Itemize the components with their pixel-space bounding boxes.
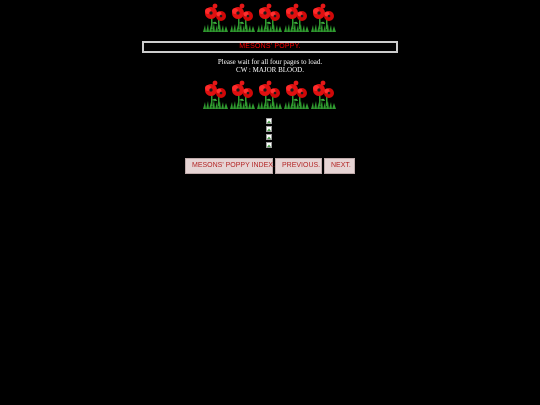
content-warning: CW : MAJOR BLOOD. <box>236 66 304 74</box>
next-button[interactable]: NEXT. <box>324 158 355 174</box>
broken-image-icon <box>266 142 272 148</box>
poppy-flower-icon <box>203 3 336 32</box>
load-notice: Please wait for all four pages to load. <box>217 58 323 66</box>
previous-button[interactable]: PREVIOUS. <box>275 158 322 174</box>
page-title: MESONS' POPPY. <box>142 41 398 53</box>
broken-image-icon <box>266 126 272 132</box>
comic-page-images <box>266 118 274 150</box>
poppy-banner-middle <box>202 80 338 110</box>
poppy-banner-top <box>202 3 338 33</box>
poppy-index-button[interactable]: MESONS' POPPY INDEX. <box>185 158 275 174</box>
poppy-flower-icon <box>203 80 336 109</box>
page-title-text: MESONS' POPPY. <box>239 43 301 50</box>
broken-image-icon <box>266 118 272 124</box>
page-navigation: MESONS' POPPY INDEX. PREVIOUS. NEXT. <box>185 158 355 174</box>
broken-image-icon <box>266 134 272 140</box>
